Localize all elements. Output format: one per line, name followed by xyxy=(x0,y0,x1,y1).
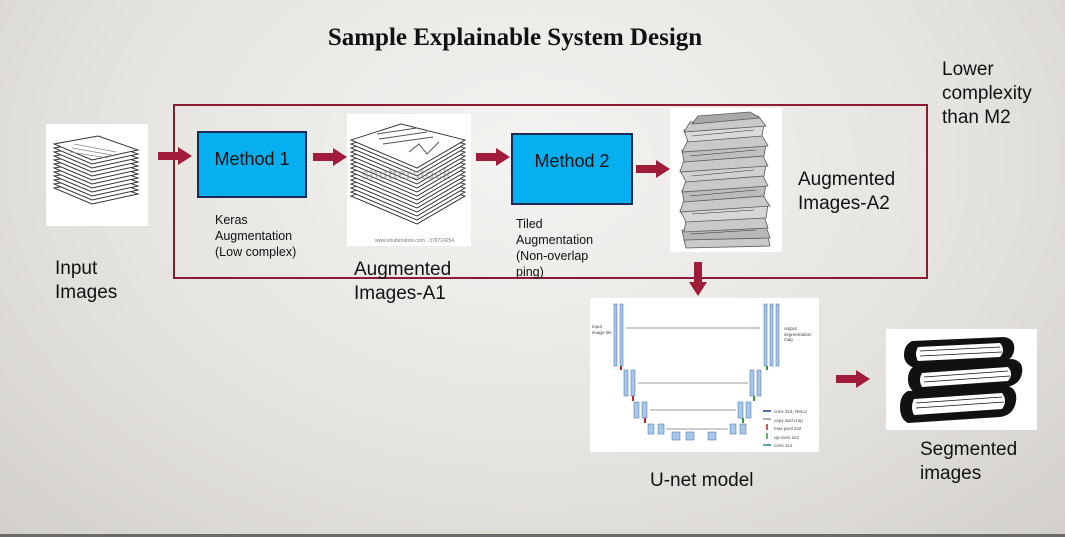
page-title: Sample Explainable System Design xyxy=(327,24,703,51)
unet-legend-item: up-conv 2x2 xyxy=(774,434,800,440)
bottom-divider xyxy=(0,534,1065,537)
unet-label: U-net model xyxy=(650,470,754,491)
augmentation-frame xyxy=(173,104,928,279)
segmented-books-icon xyxy=(886,329,1037,430)
input-images-label: Input Images xyxy=(55,258,118,303)
method1-caption: Keras Augmentation (Low complex) xyxy=(215,213,297,259)
augmented-a1-label: Augmented Images-A1 xyxy=(354,259,452,304)
arrow-method2-to-a2 xyxy=(636,160,670,178)
arrow-input-to-method1 xyxy=(158,147,192,165)
unet-output-label: output segmentation map xyxy=(784,326,812,342)
method2-caption: Tiled Augmentation (Non-overlap ping) xyxy=(516,217,594,279)
augmented-a2-label: Augmented Images-A2 xyxy=(798,169,896,214)
segmented-label: Segmented images xyxy=(920,439,1018,484)
complexity-note: Lower complexity than M2 xyxy=(942,59,1032,128)
unet-legend-item: copy and crop xyxy=(774,417,803,423)
unet-legend-item: max pool 2x2 xyxy=(774,426,802,431)
arrow-a2-to-unet xyxy=(689,262,707,296)
method1-box: Method 1 xyxy=(197,131,307,198)
augmented-a1-icon: shutterstock www.shutterstock.com · 3797… xyxy=(347,114,471,246)
augmented-a2-icon xyxy=(670,108,782,252)
unet-diagram: input image tile output segmentation map… xyxy=(590,298,819,452)
unet-input-label: input image tile xyxy=(592,324,612,335)
arrow-unet-to-segmented xyxy=(836,370,870,388)
method2-box: Method 2 xyxy=(511,133,633,205)
unet-legend-item: conv 3x3, ReLU xyxy=(774,409,807,414)
arrow-method1-to-a1 xyxy=(313,148,347,166)
a1-credit: www.shutterstock.com · 379724254 xyxy=(375,238,455,244)
unet-legend-item: conv 1x1 xyxy=(774,443,793,448)
a1-watermark: shutterstock xyxy=(361,166,452,183)
input-images-icon xyxy=(46,124,148,226)
arrow-a1-to-method2 xyxy=(476,148,510,166)
unet-legend: conv 3x3, ReLU copy and crop max pool 2x… xyxy=(774,408,818,451)
